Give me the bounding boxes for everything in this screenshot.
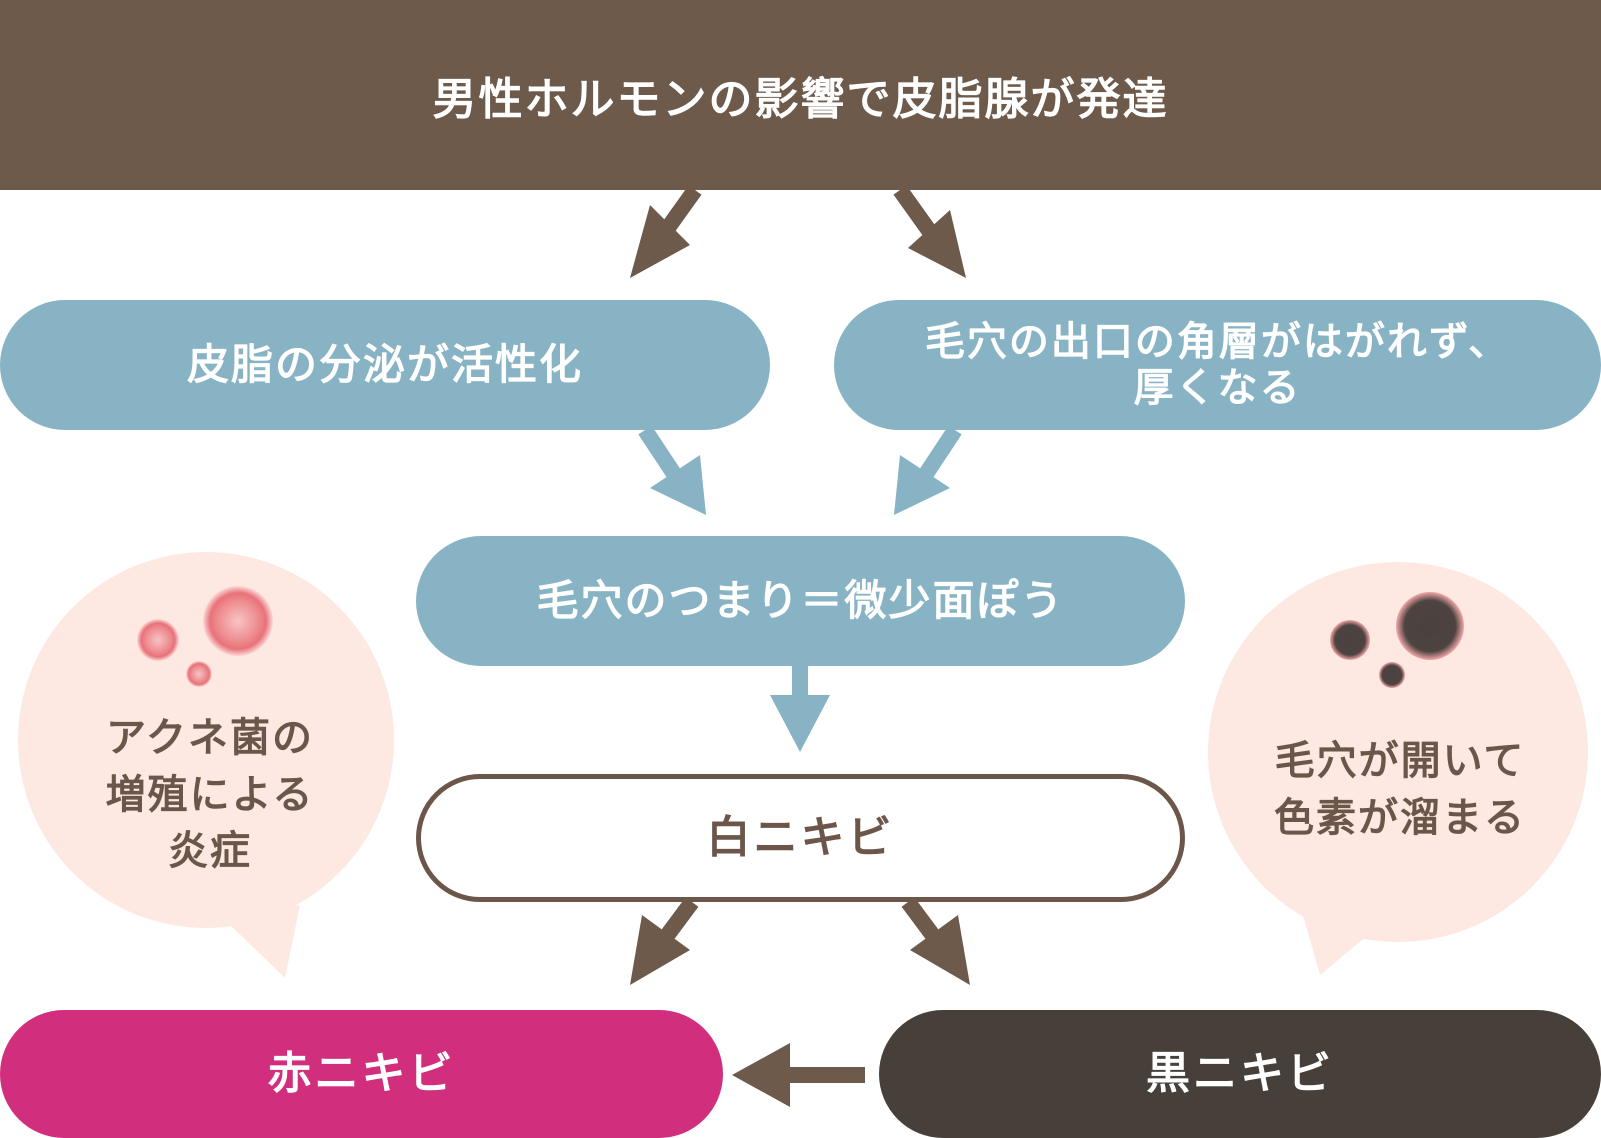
top-banner: 男性ホルモンの影響で皮脂腺が発達 xyxy=(0,0,1601,190)
arrow-banner-to-sebum xyxy=(630,185,702,278)
banner-text: 男性ホルモンの影響で皮脂腺が発達 xyxy=(432,74,1169,125)
white-acne-label: 白ニキビ xyxy=(706,811,895,863)
red-pimples-icon xyxy=(137,586,273,687)
arrow-banner-to-pore-exit xyxy=(893,185,966,278)
sebum-secretion-box: 皮脂の分泌が活性化 xyxy=(0,300,770,430)
black-acne-box: 黒ニキビ xyxy=(879,1010,1601,1138)
speech-bubble-left xyxy=(18,552,394,978)
arrow-black-to-red xyxy=(732,1043,865,1107)
white-acne-box: 白ニキビ xyxy=(416,774,1185,902)
red-acne-box: 赤ニキビ xyxy=(0,1010,723,1138)
black-dots-icon xyxy=(1330,592,1464,688)
bubble-left-text: アクネ菌の 増殖による 炎症 xyxy=(105,714,315,875)
bubble-right-text: 毛穴が開いて 色素が溜まる xyxy=(1274,738,1526,841)
speech-bubble-right xyxy=(1208,562,1588,975)
pore-exit-keratin-label: 毛穴の出口の角層がはがれず、 厚くなる xyxy=(924,319,1511,411)
arrow-white-to-black xyxy=(901,897,970,985)
black-acne-label: 黒ニキビ xyxy=(1146,1047,1334,1099)
pore-clog-label: 毛穴のつまり＝微少面ぽう xyxy=(536,575,1065,625)
pore-clog-box: 毛穴のつまり＝微少面ぽう xyxy=(416,536,1185,666)
pore-exit-keratin-box: 毛穴の出口の角層がはがれず、 厚くなる xyxy=(834,300,1601,430)
arrow-sebum-to-clog xyxy=(638,425,706,515)
sebum-secretion-label: 皮脂の分泌が活性化 xyxy=(186,339,583,389)
arrow-pore-exit-to-clog xyxy=(894,425,962,515)
arrow-white-to-red xyxy=(630,897,699,985)
arrow-clog-to-white xyxy=(770,666,830,752)
red-acne-label: 赤ニキビ xyxy=(267,1047,456,1099)
